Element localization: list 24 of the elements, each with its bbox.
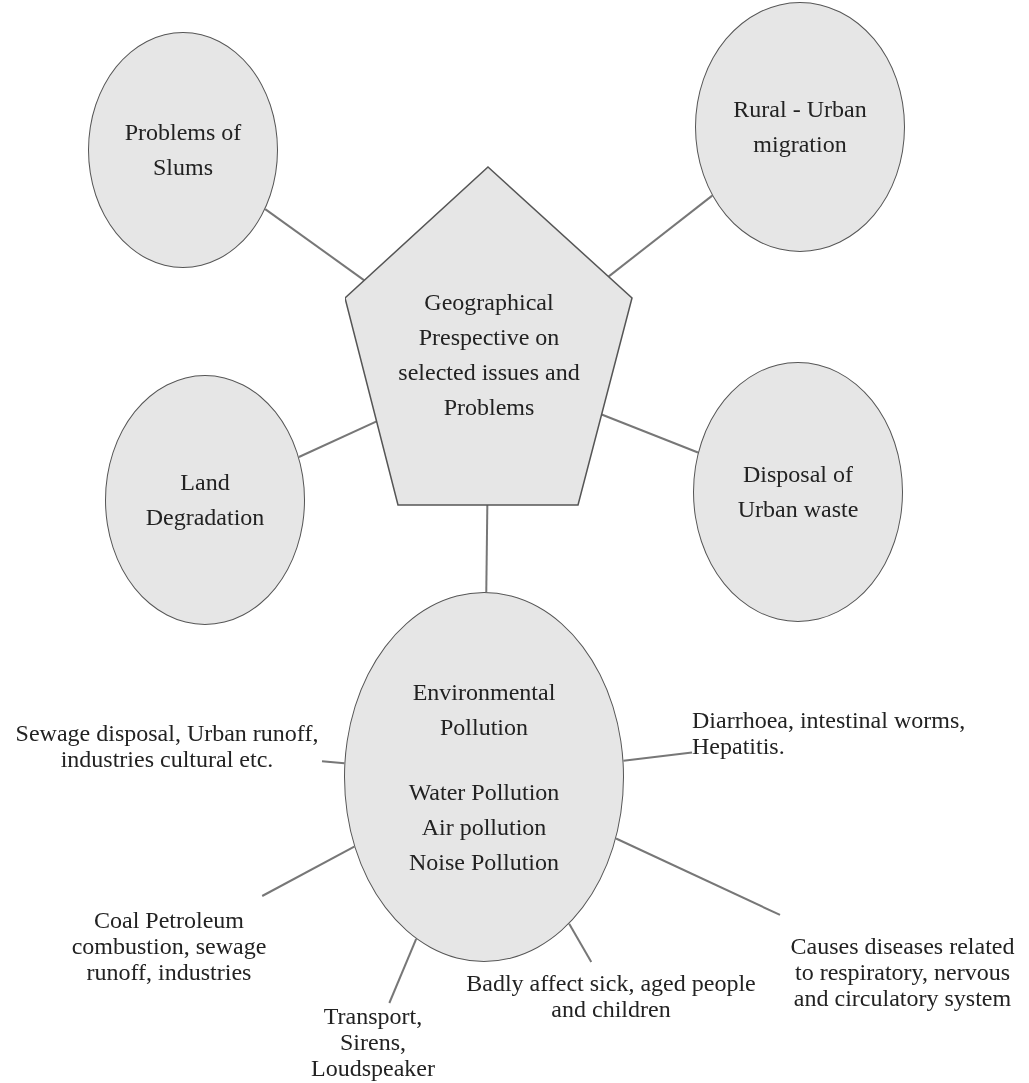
node-text: Rural - Urban migration — [732, 95, 868, 159]
connector-line — [607, 194, 714, 278]
node-text: Land Degradation — [144, 468, 266, 532]
node-text: Noise Pollution — [409, 847, 559, 877]
note-text: Badly affect sick, aged people and children — [466, 962, 756, 1030]
connector-line — [388, 937, 418, 1004]
note-text: Coal Petroleum combustion, sewage runoff, industries — [40, 896, 298, 996]
connector-line — [321, 760, 346, 765]
connector-line — [615, 837, 781, 916]
node-text: Environmental Pollution — [411, 677, 557, 742]
note-text: Sewage disposal, Urban runoff, industries cultural etc. — [12, 696, 322, 796]
note-text: Causes diseases related to respiratory, nervous and circulatory system — [780, 886, 1025, 1058]
connector-line — [485, 504, 489, 593]
connector-line — [568, 922, 593, 963]
connector-line — [261, 845, 356, 897]
connector-line — [264, 208, 366, 282]
node-text: Air pollution — [421, 812, 547, 842]
note-text: Transport, Sirens, Loudspeaker — [298, 1003, 448, 1081]
connector-line — [622, 751, 693, 762]
node-text: Geographical Prespective on selected issues and Problems — [397, 288, 581, 422]
note-text: Diarrhoea, intestinal worms, Hepatitis. — [692, 700, 1026, 766]
node-text: Problems of Slums — [123, 118, 243, 182]
node-text: Disposal of Urban waste — [736, 460, 860, 524]
node-text: Water Pollution — [408, 777, 560, 807]
